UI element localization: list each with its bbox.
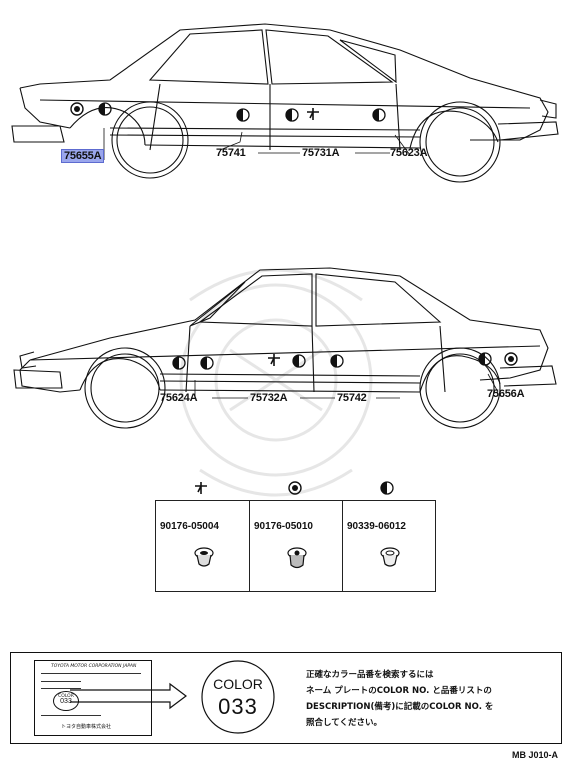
clip-cross-icon (307, 108, 319, 120)
plate-color-circle: COLOR 033 (53, 691, 79, 711)
callout-75731a[interactable]: 75731A (302, 147, 340, 159)
plate-company: TOYOTA MOTOR CORPORATION JAPAN (51, 664, 137, 669)
clip-half-icon (372, 108, 386, 122)
color-info-box (10, 652, 562, 744)
part-number: 90176-05010 (254, 521, 313, 532)
callout-75741[interactable]: 75741 (216, 147, 246, 159)
clip-cross-icon (268, 354, 280, 366)
watermark-logo (179, 268, 373, 497)
part-cell-3[interactable]: 90339-06012 (342, 500, 436, 592)
clip-half-icon (292, 354, 306, 368)
clip-half-icon (380, 481, 394, 495)
clip-half-icon (172, 356, 186, 370)
clip-half-icon (98, 102, 112, 116)
color-code: 033 (218, 694, 258, 719)
clip-half-icon (330, 354, 344, 368)
part-cell-1[interactable]: 90176-05004 (155, 500, 250, 592)
color-label: COLOR (213, 676, 263, 692)
callout-75655a[interactable]: 75655A (60, 149, 105, 163)
callout-75623a[interactable]: 75623A (390, 147, 428, 159)
top-leader-lines (103, 128, 411, 160)
part-number: 90339-06012 (347, 521, 406, 532)
callout-75732a[interactable]: 75732A (250, 392, 288, 404)
plate-color-code: 033 (60, 698, 72, 705)
clip-round-icon (504, 352, 518, 366)
name-plate: TOYOTA MOTOR CORPORATION JAPAN COLOR 033… (34, 660, 152, 736)
clip-part-icon (194, 547, 214, 567)
clip-half-icon (285, 108, 299, 122)
clip-half-icon (236, 108, 250, 122)
clip-cross-icon (195, 482, 207, 494)
part-cell-2[interactable]: 90176-05010 (249, 500, 343, 592)
clip-round-icon (70, 102, 84, 116)
footer-code: MB J010-A (511, 750, 558, 760)
clip-part-icon (380, 547, 400, 567)
car-left-side-view (13, 267, 557, 429)
plate-arrow (70, 660, 275, 734)
callout-75742[interactable]: 75742 (337, 392, 367, 404)
clip-half-icon (200, 356, 214, 370)
callout-75656a[interactable]: 75656A (487, 388, 525, 400)
plate-color-label: COLOR (58, 694, 74, 699)
clip-part-icon (287, 547, 307, 569)
callout-75624a[interactable]: 75624A (160, 392, 198, 404)
clip-half-icon (478, 352, 492, 366)
car-right-side-view (11, 23, 559, 183)
instruction-line-4: 照合してください。 (306, 718, 382, 728)
plate-maker: トヨタ自動車株式会社 (61, 724, 112, 730)
bottom-leader-lines (194, 373, 499, 399)
instruction-line-3: DESCRIPTION(備考)に記載のCOLOR NO. を (306, 702, 494, 712)
instruction-line-2: ネーム プレートのCOLOR NO. と品番リストの (306, 686, 492, 696)
part-number: 90176-05004 (160, 521, 219, 532)
clip-round-icon (288, 481, 302, 495)
instruction-line-1: 正確なカラー品番を検索するには (306, 670, 434, 680)
